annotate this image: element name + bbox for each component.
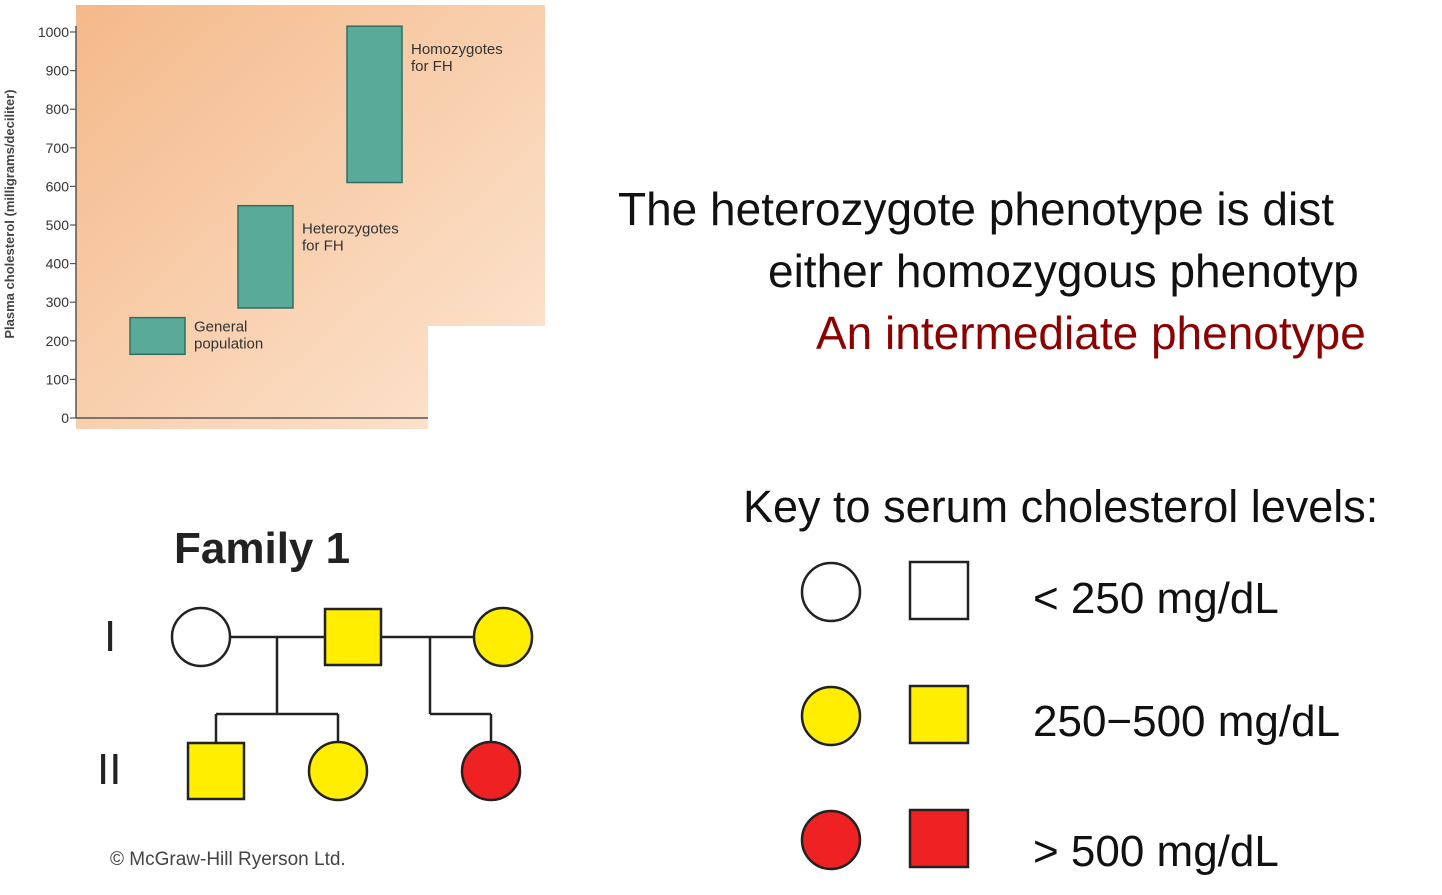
chart-bar [346,25,403,184]
key-row-high [800,808,970,871]
copyright-notice: © McGraw-Hill Ryerson Ltd. [110,849,346,870]
y-tick-label: 800 [46,101,70,117]
key-circle-mid [800,685,862,747]
bar-label: Heterozygotes [302,221,399,238]
headline-line-2: either homozygous phenotyp [768,245,1359,297]
key-square-high [908,808,970,869]
chart-bar [237,204,294,309]
headline-line-3: An intermediate phenotype [816,307,1366,359]
headline: The heterozygote phenotype is dist eithe… [618,178,1442,364]
y-axis-label: Plasma cholesterol (milligrams/deciliter… [2,89,17,338]
key-circle-low [800,561,862,623]
y-tick-label: 200 [46,333,70,349]
headline-line-1: The heterozygote phenotype is dist [618,183,1335,235]
chart-svg: 0 100 200 300 400 500 600 700 800 900 1000 General… [0,0,549,434]
y-tick-label: 0 [61,410,69,426]
bar-label: for FH [302,238,344,255]
pedigree-title: Family 1 [174,524,351,573]
y-tick-label: 600 [46,178,70,194]
y-tick-label: 500 [46,217,70,233]
chart-left-panel [18,5,76,429]
key-square-low [908,560,970,621]
y-tick-label: 300 [46,294,70,310]
white-patch [428,326,549,434]
key-label-low: < 250 mg/dL [1033,574,1279,623]
key-label-high: > 500 mg/dL [1033,827,1279,876]
bar-label: Homozygotes [411,41,503,58]
key-label-mid: 250−500 mg/dL [1033,697,1341,746]
generation-label-1: I [104,612,117,661]
key-circle-high [800,809,862,871]
y-tick-label: 700 [46,140,70,156]
key-row-low [800,560,970,623]
bar-label: for FH [411,58,453,75]
key-square-mid [908,684,970,745]
chart-bar [129,316,186,356]
y-tick-label: 1000 [38,24,69,40]
key-row-mid [800,684,970,747]
bar-label: population [194,336,263,353]
y-tick-label: 900 [46,63,70,79]
y-axis: 0 100 200 300 400 500 600 700 800 900 1000 [38,24,428,426]
bar-label: General [194,319,247,336]
y-tick-label: 100 [46,371,70,387]
key-title: Key to serum cholesterol levels: [743,481,1379,532]
cholesterol-range-chart: 0 100 200 300 400 500 600 700 800 900 1000 General… [0,0,549,434]
generation-label-2: II [97,745,122,794]
y-tick-label: 400 [46,256,70,272]
